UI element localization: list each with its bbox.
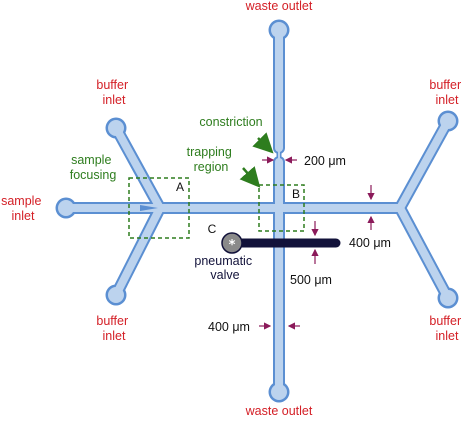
- valve-circle: [221, 232, 243, 254]
- sample-focusing-label: sample focusing: [70, 153, 117, 182]
- constriction-arrow: [252, 132, 274, 154]
- region-box-b: [258, 184, 305, 232]
- dimension-400um-right-label: 400 μm: [349, 236, 391, 250]
- dimension-200um-label: 200 μm: [304, 154, 346, 168]
- pneumatic-valve-label: pneumatic valve: [194, 254, 255, 282]
- region-a-label: A: [176, 180, 184, 194]
- valve-symbol: *: [229, 238, 236, 253]
- dimension-arrows: [259, 156, 375, 330]
- trapping-region-label: trapping region: [187, 145, 236, 174]
- focusing-tip: [140, 205, 158, 211]
- sample-inlet-label: sample inlet: [1, 194, 45, 223]
- region-b-label: B: [292, 187, 300, 201]
- trapping-region-arrow: [239, 166, 261, 188]
- reservoir-fills: [58, 22, 456, 400]
- dimension-500um-label: 500 μm: [290, 273, 332, 287]
- constriction-label: constriction: [199, 115, 262, 129]
- buffer-inlet-tr-label: buffer inlet: [429, 78, 464, 107]
- waste-outlet-top-label: waste outlet: [245, 0, 313, 13]
- buffer-inlet-tl-label: buffer inlet: [96, 78, 131, 107]
- channel-fill: [62, 26, 452, 396]
- region-box-a: [128, 177, 190, 239]
- buffer-inlet-bl-label: buffer inlet: [96, 314, 131, 343]
- region-c-label: C: [208, 222, 217, 236]
- dimension-400um-left-label: 400 μm: [208, 320, 250, 334]
- waste-outlet-bottom-label: waste outlet: [245, 404, 313, 418]
- buffer-inlet-br-label: buffer inlet: [429, 314, 464, 343]
